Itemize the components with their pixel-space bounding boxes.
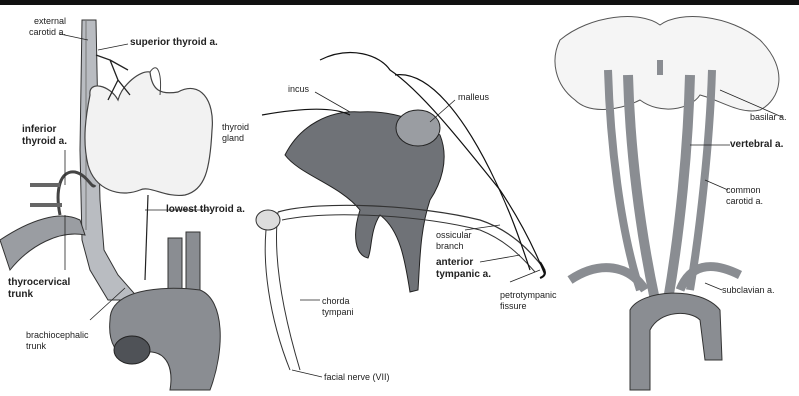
label-subclavian: subclavian a. <box>722 285 775 296</box>
label-brachiocephalic-trunk: brachiocephalic trunk <box>26 330 89 352</box>
label-facial-nerve: facial nerve (VII) <box>324 372 390 383</box>
label-ossicular-branch: ossicular branch <box>436 230 472 252</box>
aortic-arch-shape <box>630 293 722 390</box>
label-external-carotid: external carotid a. <box>6 16 66 38</box>
label-basilar: basilar a. <box>750 112 787 123</box>
label-vertebral: vertebral a. <box>730 139 783 151</box>
label-thyrocervical-trunk: thyrocervical trunk <box>8 277 70 301</box>
label-incus: incus <box>288 84 309 95</box>
label-malleus: malleus <box>458 92 489 103</box>
thyroid-gland-shape <box>85 72 212 196</box>
brain-base-shape <box>555 17 779 111</box>
label-inferior-thyroid: inferior thyroid a. <box>22 124 67 148</box>
label-common-carotid: common carotid a. <box>726 185 763 207</box>
label-anterior-tympanic: anterior tympanic a. <box>436 257 491 281</box>
label-lowest-thyroid: lowest thyroid a. <box>166 204 245 216</box>
label-petrotympanic-fissure: petrotympanic fissure <box>500 290 557 312</box>
label-superior-thyroid: superior thyroid a. <box>130 37 218 49</box>
top-border <box>0 0 799 5</box>
label-thyroid-gland: thyroid gland <box>222 122 249 144</box>
ear-panel-illustration <box>256 53 545 370</box>
label-chorda-tympani: chorda tympani <box>322 296 354 318</box>
